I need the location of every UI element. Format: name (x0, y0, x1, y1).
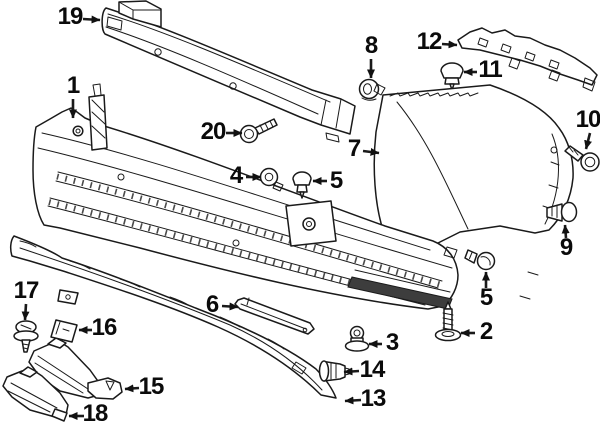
clip-5-right-icon (464, 249, 496, 271)
callout-arrow-15 (124, 384, 140, 393)
clip-11-icon (440, 62, 464, 91)
callout-arrow-12 (441, 40, 458, 49)
callout-arrow-14 (343, 367, 360, 376)
callout-arrow-10 (584, 132, 592, 150)
screw-2-icon (434, 301, 462, 342)
bumper-face (32, 83, 459, 310)
callout-arrow-19 (82, 15, 101, 24)
screw-17-icon (13, 320, 39, 353)
callout-arrow-17 (21, 303, 30, 321)
clip-9-icon (546, 201, 578, 223)
grommet-8-icon (358, 78, 386, 101)
impact-bar (101, 0, 356, 143)
callout-arrow-9 (561, 224, 570, 239)
bolt-10-icon (564, 145, 600, 172)
side-panel (373, 84, 574, 300)
callout-arrow-7 (362, 147, 380, 156)
clip-nut-16-icon (50, 319, 78, 343)
lower-trim (9, 235, 337, 399)
clip-14-icon (318, 360, 350, 382)
nut-3-icon (344, 325, 370, 352)
reflector-lower (2, 366, 69, 422)
clip-5-left-icon (292, 171, 312, 199)
reflector-upper (28, 337, 123, 400)
side-spacer-bracket (457, 27, 598, 92)
bolt-20-icon (239, 118, 278, 144)
callout-arrow-13 (344, 396, 362, 405)
callout-arrow-6 (221, 302, 239, 311)
